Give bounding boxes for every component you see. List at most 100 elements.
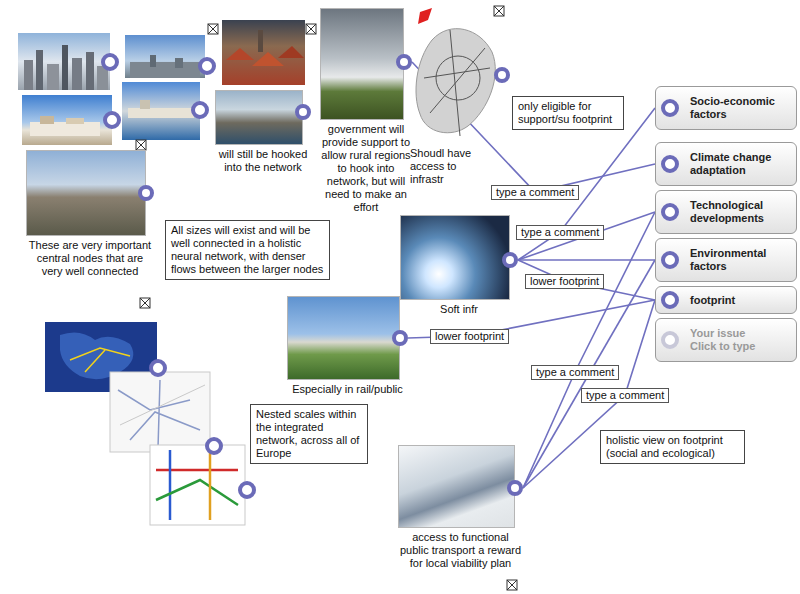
connection-handle	[103, 55, 117, 69]
city-photo	[24, 60, 33, 90]
issue-button: Your issueClick to type	[655, 318, 797, 362]
town-photo	[30, 122, 100, 136]
photo-caption: Soft infr	[400, 303, 518, 316]
close-icon	[136, 6, 517, 590]
issue-label: Environmental factors	[690, 247, 790, 273]
edge-label: lower footprint	[430, 329, 509, 344]
tube-map	[209, 450, 212, 520]
road	[424, 30, 490, 136]
region-outline	[416, 29, 495, 133]
close-icon	[136, 140, 146, 150]
comment-box: only eligible for support/su footprint	[512, 96, 624, 130]
rooftops-photo	[258, 30, 263, 52]
connection-handle	[295, 104, 311, 120]
photo	[287, 296, 400, 380]
photo	[400, 215, 510, 300]
route-map	[110, 372, 210, 452]
map-sketch	[410, 18, 502, 144]
connection-handle	[151, 361, 254, 497]
photo-caption: Especially in rail/public	[287, 383, 408, 396]
europe-map	[70, 348, 130, 372]
close-icon	[507, 580, 517, 590]
issue-label: Climate change adaptation	[690, 151, 790, 177]
photo-caption: government will provide support to allow…	[320, 123, 412, 214]
coast-photo	[128, 108, 194, 118]
city-photo	[18, 33, 110, 90]
rooftops-photo	[278, 46, 304, 58]
connection-handle	[105, 113, 119, 127]
issue-button: footprint	[655, 286, 797, 314]
town-photo	[22, 95, 112, 145]
town-photo	[66, 118, 84, 124]
connection-handle	[103, 55, 214, 127]
tube-map	[169, 450, 172, 520]
city-photo	[125, 35, 205, 78]
photo-node: will still be hooked into the network	[215, 90, 311, 174]
connection-handle	[240, 483, 254, 497]
photo-caption: Shoudl have access to infrastr	[410, 147, 482, 186]
close-icon	[208, 24, 218, 34]
city-photo	[125, 35, 205, 78]
connection-handle	[661, 291, 679, 309]
city-photo	[175, 58, 183, 68]
photo	[398, 445, 515, 528]
photo-caption: will still be hooked into the network	[215, 148, 311, 174]
tube-map	[150, 445, 245, 525]
connection-handle	[502, 252, 518, 268]
issue-label: Click to type	[690, 340, 790, 353]
town-photo	[22, 95, 112, 145]
route-map	[118, 380, 200, 448]
close-icon	[494, 6, 504, 16]
edge-label: type a comment	[491, 185, 579, 200]
close-icon	[136, 140, 146, 150]
connection-handle	[207, 439, 221, 453]
region-ring	[436, 56, 480, 100]
route-map	[110, 372, 210, 452]
coast-photo	[122, 82, 200, 140]
close-icon	[507, 580, 517, 590]
connection-handle	[151, 361, 165, 375]
city-photo	[150, 55, 156, 67]
connection-handle	[200, 59, 214, 73]
issue-button: Climate change adaptation	[655, 142, 797, 186]
edge-label: lower footprint	[525, 274, 604, 289]
comment-box: holistic view on footprint (social and e…	[600, 430, 745, 464]
comment-text: Nested scales within the integrated netw…	[256, 408, 362, 460]
comment-text: only eligible for support/su footprint	[518, 100, 618, 126]
close-icon	[208, 24, 218, 34]
connection-handle	[193, 103, 207, 117]
issue-label: footprint	[690, 294, 790, 307]
city-photo	[72, 58, 82, 90]
red-marker	[418, 8, 432, 24]
red-marker	[418, 8, 432, 24]
map-sketch	[410, 18, 502, 144]
connection-handle	[661, 99, 679, 117]
edge-label: type a comment	[516, 225, 604, 240]
photo-node: Especially in rail/public	[287, 296, 408, 396]
close-icon	[494, 6, 504, 16]
city-photo	[47, 64, 59, 90]
coast-photo	[122, 82, 200, 140]
connector	[518, 259, 655, 261]
issue-label: Your issue	[690, 327, 790, 340]
coast-photo	[140, 100, 150, 109]
photo-caption: access to functional public transport a …	[398, 531, 523, 570]
close-icon	[306, 24, 316, 34]
connection-handle	[494, 67, 510, 83]
issue-label: Socio-economic factors	[690, 95, 790, 121]
rooftops-photo	[226, 48, 254, 60]
photo-caption: These are very important central nodes t…	[26, 239, 154, 278]
photo-node: Shoudl have access to infrastr	[410, 18, 510, 186]
connection-handle	[138, 185, 154, 201]
issue-button: Socio-economic factors	[655, 86, 797, 130]
comment-box: Nested scales within the integrated netw…	[250, 404, 368, 464]
close-icon	[306, 24, 316, 34]
tube-map	[156, 469, 238, 472]
edge-label: type a comment	[581, 388, 669, 403]
rooftops-photo	[222, 20, 305, 85]
connection-handle	[661, 251, 679, 269]
city-photo	[86, 52, 94, 90]
photo-node: government will provide support to allow…	[320, 8, 412, 214]
comment-text: All sizes will exist and will be well co…	[171, 224, 324, 276]
